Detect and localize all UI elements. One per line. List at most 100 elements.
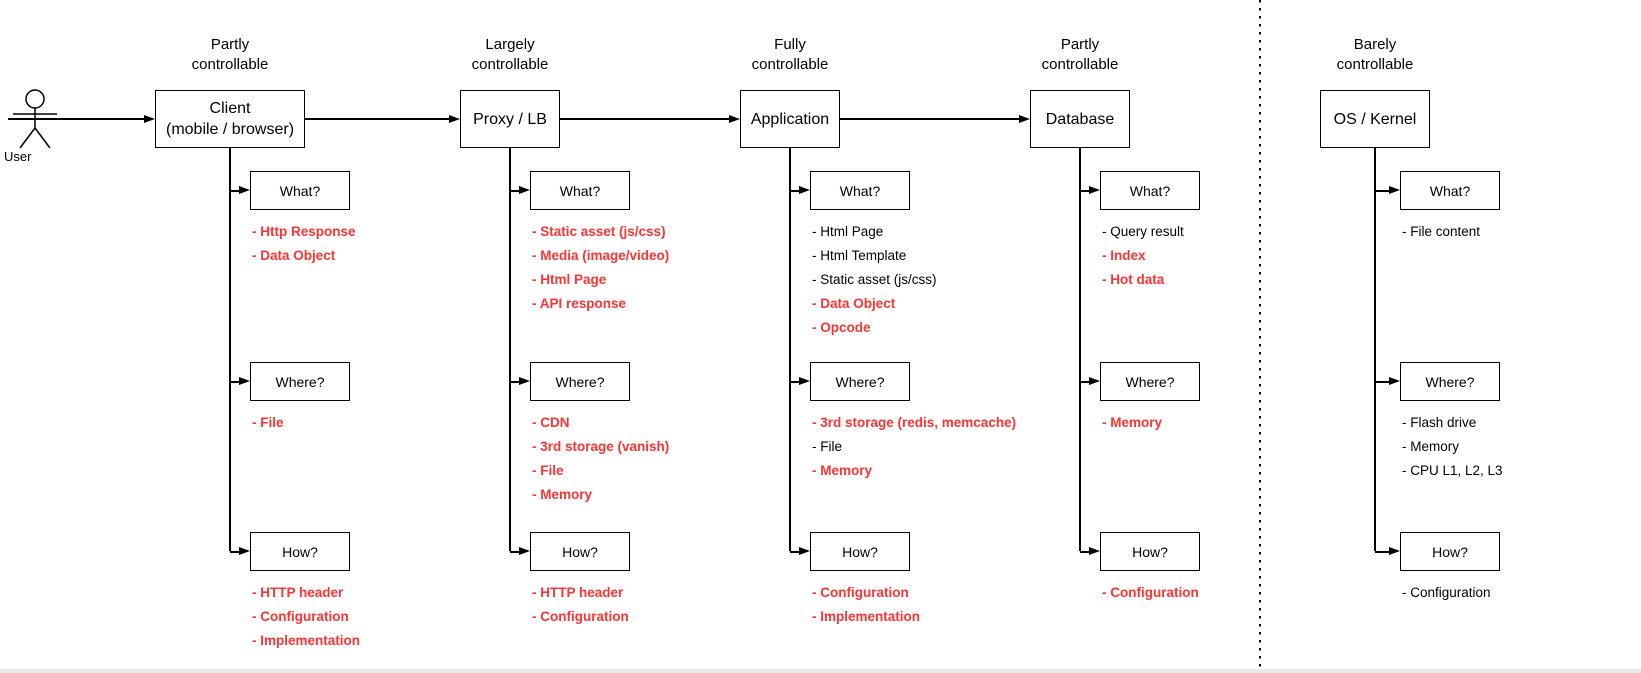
arrowhead-client-how xyxy=(239,547,250,555)
list-item: - HTTP header xyxy=(532,585,624,600)
connector-user-client xyxy=(8,118,145,120)
list-item: - Configuration xyxy=(812,585,909,600)
stub-os-kernel-what xyxy=(1375,190,1390,192)
stub-database-what xyxy=(1080,190,1090,192)
list-item: - File xyxy=(252,415,284,430)
arrowhead-database-how xyxy=(1089,547,1100,555)
list-application-how: - Configuration- Implementation xyxy=(812,581,920,629)
column-header-application: Fully controllable xyxy=(751,36,829,73)
list-item: - Configuration xyxy=(252,609,349,624)
stub-os-kernel-where xyxy=(1375,381,1390,383)
arrowhead-application-database xyxy=(1019,114,1030,123)
node-proxy: Proxy / LB xyxy=(460,90,560,148)
list-database-where: - Memory xyxy=(1102,411,1162,435)
box-database-what: What? xyxy=(1100,171,1200,210)
branch-line-database xyxy=(1079,148,1081,551)
list-item: - Media (image/video) xyxy=(532,248,670,263)
stub-client-where xyxy=(230,381,240,383)
user-actor-icon xyxy=(13,89,57,149)
node-application: Application xyxy=(740,90,840,148)
list-os-kernel-what: - File content xyxy=(1402,220,1480,244)
list-item: - CDN xyxy=(532,415,570,430)
box-database-where: Where? xyxy=(1100,362,1200,401)
arrowhead-proxy-application xyxy=(729,114,740,123)
arrowhead-user-client xyxy=(144,114,155,123)
node-database: Database xyxy=(1030,90,1130,148)
list-item: - Memory xyxy=(532,487,593,502)
arrowhead-os-kernel-how xyxy=(1389,547,1400,555)
box-client-where: Where? xyxy=(250,362,350,401)
stub-proxy-where xyxy=(510,381,520,383)
arrowhead-proxy-how xyxy=(519,547,530,555)
list-item: - Http Response xyxy=(252,224,356,239)
stub-application-where xyxy=(790,381,800,383)
list-item: - File xyxy=(812,439,842,454)
arrowhead-application-how xyxy=(799,547,810,555)
list-item: - Configuration xyxy=(532,609,629,624)
arrowhead-os-kernel-where xyxy=(1389,377,1400,385)
box-application-how: How? xyxy=(810,532,910,571)
list-item: - Memory xyxy=(812,463,873,478)
list-item: - 3rd storage (vanish) xyxy=(532,439,670,454)
branch-line-proxy xyxy=(509,148,511,551)
arrowhead-client-where xyxy=(239,377,250,385)
list-item: - Data Object xyxy=(812,296,896,311)
list-item: - Html Page xyxy=(812,224,884,239)
branch-line-application xyxy=(789,148,791,551)
arrowhead-client-proxy xyxy=(449,114,460,123)
list-item: - Static asset (js/css) xyxy=(812,272,937,287)
box-client-how: How? xyxy=(250,532,350,571)
stub-proxy-how xyxy=(510,551,520,553)
arrowhead-database-where xyxy=(1089,377,1100,385)
list-item: - HTTP header xyxy=(252,585,344,600)
dotted-divider xyxy=(1259,0,1261,673)
column-header-database: Partly controllable xyxy=(1041,36,1119,73)
box-application-where: Where? xyxy=(810,362,910,401)
stub-client-what xyxy=(230,190,240,192)
stub-database-how xyxy=(1080,551,1090,553)
list-item: - CPU L1, L2, L3 xyxy=(1402,463,1503,478)
arrowhead-database-what xyxy=(1089,186,1100,194)
user-label: User xyxy=(4,149,32,164)
box-database-how: How? xyxy=(1100,532,1200,571)
arrowhead-os-kernel-what xyxy=(1389,186,1400,194)
list-item: - Configuration xyxy=(1102,585,1199,600)
list-os-kernel-how: - Configuration xyxy=(1402,581,1491,605)
list-item: - Data Object xyxy=(252,248,336,263)
list-database-how: - Configuration xyxy=(1102,581,1199,605)
box-proxy-where: Where? xyxy=(530,362,630,401)
box-client-what: What? xyxy=(250,171,350,210)
node-os-kernel: OS / Kernel xyxy=(1320,90,1430,148)
list-item: - Html Template xyxy=(812,248,907,263)
box-os-kernel-what: What? xyxy=(1400,171,1500,210)
list-proxy-how: - HTTP header - Configuration xyxy=(532,581,629,629)
list-item: - Static asset (js/css) xyxy=(532,224,666,239)
arrowhead-proxy-where xyxy=(519,377,530,385)
stub-application-how xyxy=(790,551,800,553)
box-os-kernel-where: Where? xyxy=(1400,362,1500,401)
box-os-kernel-how: How? xyxy=(1400,532,1500,571)
list-item: - Opcode xyxy=(812,320,871,335)
stub-proxy-what xyxy=(510,190,520,192)
list-database-what: - Query result- Index- Hot data xyxy=(1102,220,1184,292)
list-item: - Query result xyxy=(1102,224,1184,239)
stub-client-how xyxy=(230,551,240,553)
box-proxy-what: What? xyxy=(530,171,630,210)
node-client: Client (mobile / browser) xyxy=(155,90,305,148)
list-item: - Memory xyxy=(1402,439,1459,454)
bottom-edge-bar xyxy=(0,669,1641,673)
list-item: - API response xyxy=(532,296,627,311)
list-client-how: - HTTP header- Configuration- Implementa… xyxy=(252,581,360,653)
list-item: - Flash drive xyxy=(1402,415,1477,430)
column-header-os-kernel: Barely controllable xyxy=(1336,36,1414,73)
list-item: - File content xyxy=(1402,224,1481,239)
list-proxy-where: - CDN- 3rd storage (vanish)- File- Memor… xyxy=(532,411,669,507)
column-header-proxy: Largely controllable xyxy=(471,36,549,73)
arrowhead-proxy-what xyxy=(519,186,530,194)
branch-line-os-kernel xyxy=(1374,148,1376,551)
connector-client-proxy xyxy=(305,118,450,120)
list-item: - Index xyxy=(1102,248,1146,263)
column-header-client: Partly controllable xyxy=(191,36,269,73)
list-proxy-what: - Static asset (js/css) - Media (image/vi… xyxy=(532,220,669,316)
